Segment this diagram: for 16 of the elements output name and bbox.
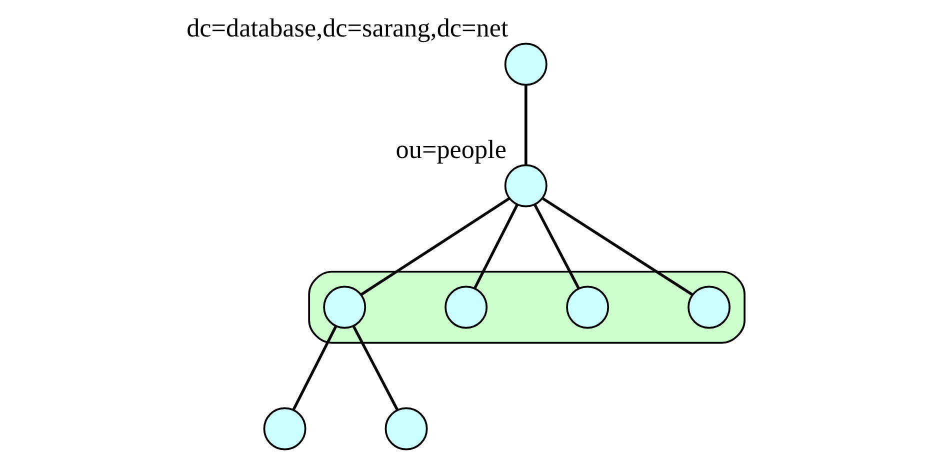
- node-circle: [444, 286, 488, 329]
- node-label: ou=people: [396, 135, 506, 164]
- connector: [524, 85, 528, 165]
- node-label: dc=database,dc=sarang,dc=net: [186, 14, 508, 43]
- connector: [542, 197, 693, 296]
- node-circle: [384, 407, 428, 450]
- node-circle: [688, 286, 731, 329]
- connector: [292, 325, 338, 411]
- node-circle: [323, 286, 366, 329]
- node-circle: [504, 42, 548, 86]
- cluster: [308, 270, 746, 344]
- node-circle: [566, 286, 610, 329]
- node-circle: [504, 164, 548, 208]
- connector: [352, 325, 399, 411]
- node-circle: [263, 407, 306, 450]
- connector: [360, 197, 510, 296]
